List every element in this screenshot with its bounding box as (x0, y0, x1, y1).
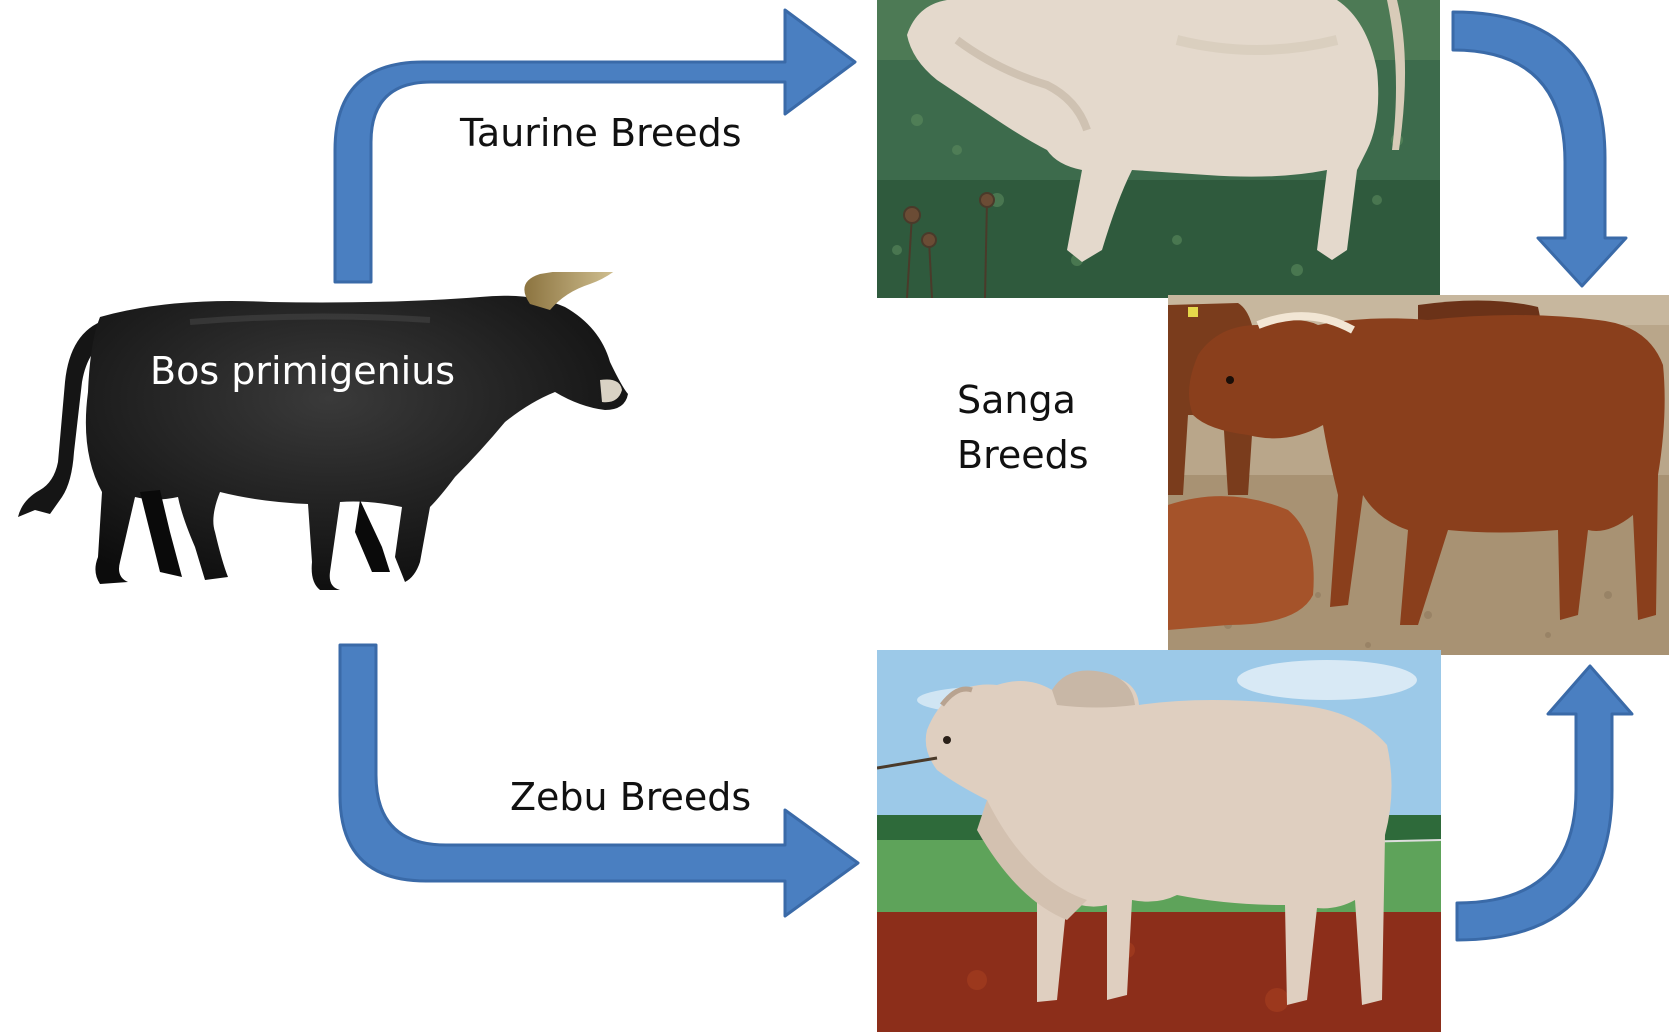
taurine-label: Taurine Breeds (460, 108, 742, 159)
zebu-bull-photo (877, 650, 1441, 1032)
taurine-bull-photo (877, 0, 1440, 298)
ancestor-label: Bos primigenius (150, 346, 455, 397)
arrow-taurine-to-sanga (1453, 12, 1626, 286)
sanga-bull-photo (1168, 295, 1669, 655)
arrow-zebu-to-sanga (1457, 666, 1632, 940)
zebu-label: Zebu Breeds (510, 772, 751, 823)
sanga-label-line1: Sanga (957, 375, 1076, 426)
sanga-label-line2: Breeds (957, 430, 1089, 481)
aurochs-silhouette (10, 272, 670, 632)
